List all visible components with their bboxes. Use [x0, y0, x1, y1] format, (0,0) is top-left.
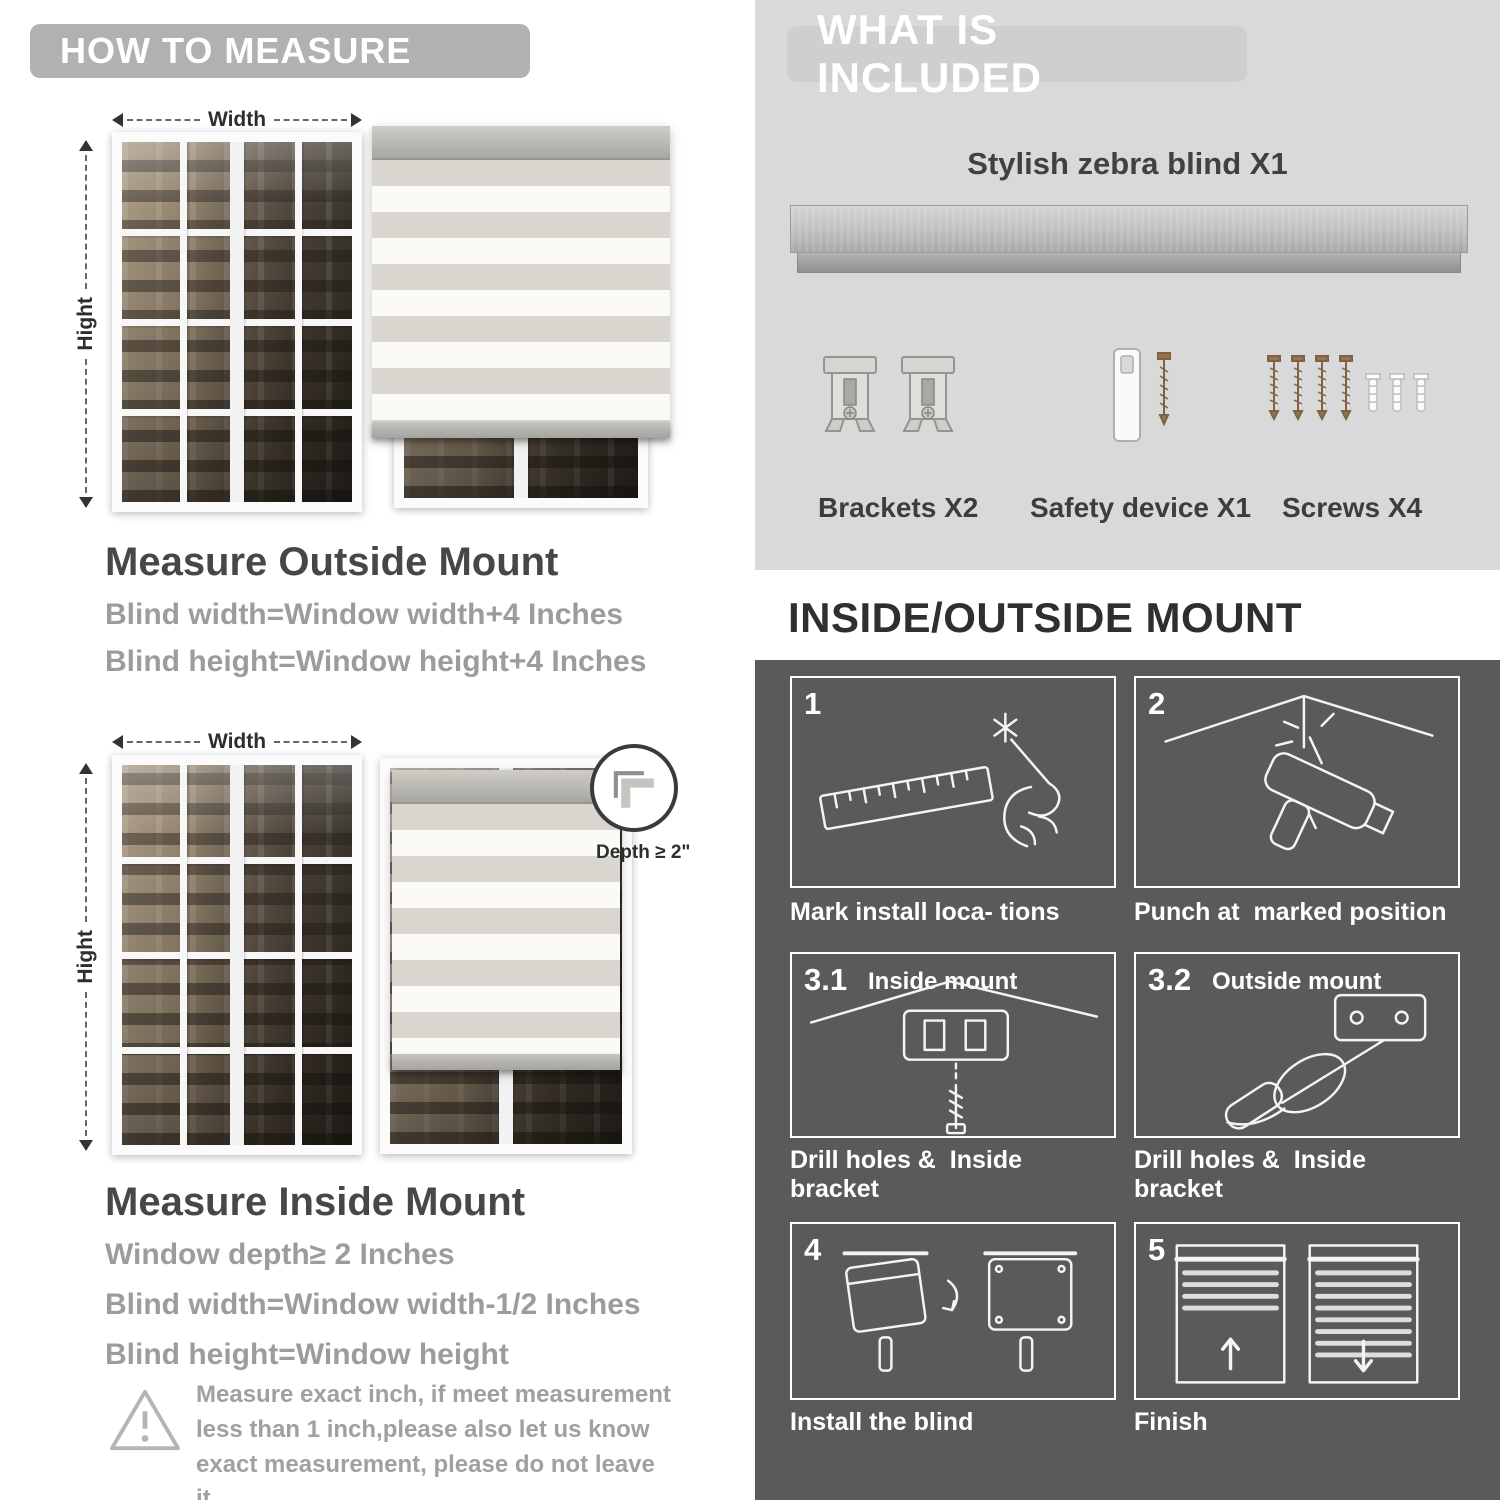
step-4-number: 4	[804, 1232, 822, 1267]
product-title: Stylish zebra blind X1	[967, 146, 1288, 181]
outside-mount-window	[112, 132, 362, 512]
how-to-measure-header: HOW TO MEASURE	[30, 24, 530, 78]
arrow-left-icon	[112, 113, 123, 127]
blind-cassette	[392, 770, 620, 804]
outside-width-arrow: Width	[112, 108, 362, 132]
step-3-2-caption: Drill holes & Inside bracket	[1134, 1146, 1373, 1203]
arrow-down-icon	[79, 497, 93, 508]
inside-width-label: Width	[207, 730, 267, 753]
outside-mount-line-2: Blind height=Window height+4 Inches	[105, 645, 647, 678]
blind-bottom-rail	[372, 422, 670, 438]
brackets-icon	[818, 348, 960, 444]
step-1-panel: 1	[790, 676, 1116, 888]
blind-bottom-rail	[392, 1054, 620, 1070]
zebra-blind-headrail	[790, 205, 1468, 273]
step-5-panel: 5	[1134, 1222, 1460, 1400]
step-5-caption: Finish	[1134, 1408, 1208, 1436]
install-blind-illustration	[842, 1251, 1078, 1372]
step-4-panel: 4	[790, 1222, 1116, 1400]
mark-locations-illustration	[819, 712, 1061, 848]
step-3-1-caption: Drill holes & Inside bracket	[790, 1146, 1029, 1203]
inside-mount-line-3: Blind height=Window height	[105, 1338, 509, 1371]
inside-mount-line-1: Window depth≥ 2 Inches	[105, 1238, 455, 1271]
what-is-included-header: WHAT IS INCLUDED	[787, 6, 1247, 101]
inside-mount-title: Measure Inside Mount	[105, 1180, 526, 1224]
arrow-right-icon	[351, 735, 362, 749]
step-5-number: 5	[1148, 1232, 1166, 1267]
arrow-down-icon	[79, 1140, 93, 1151]
step-2-panel: 2	[1134, 676, 1460, 888]
step-3-2-panel: 3.2 Outside mount	[1134, 952, 1460, 1138]
inside-height-arrow: Hight	[74, 763, 98, 1151]
inside-mount-window	[112, 755, 362, 1155]
arrow-right-icon	[351, 113, 362, 127]
inside-height-label: Hight	[74, 930, 97, 984]
measure-note: Measure exact inch, if meet measurement …	[196, 1381, 671, 1500]
step-3-2-number: 3.2	[1148, 962, 1192, 997]
outside-mount-zebra-blind	[372, 126, 670, 438]
inside-mount-line-2: Blind width=Window width-1/2 Inches	[105, 1288, 641, 1321]
finish-illustration	[1174, 1244, 1420, 1384]
outside-height-label: Hight	[74, 297, 97, 351]
outside-width-label: Width	[207, 108, 267, 131]
outside-mount-line-1: Blind width=Window width+4 Inches	[105, 598, 624, 631]
outside-bracket-illustration	[1224, 993, 1427, 1130]
blind-zebra-stripes	[392, 804, 620, 1054]
step-1-number: 1	[804, 686, 822, 721]
what-is-included-title: WHAT IS INCLUDED	[817, 6, 1042, 101]
step-1-caption: Mark install loca- tions	[790, 898, 1060, 926]
included-panel	[755, 0, 1500, 570]
mount-section-title: INSIDE/OUTSIDE MOUNT	[788, 594, 1303, 641]
screws-icon	[1262, 350, 1442, 445]
depth-magnifier-icon	[590, 744, 678, 832]
outside-mount-title: Measure Outside Mount	[105, 540, 559, 584]
warning-icon	[106, 1386, 184, 1461]
arrow-left-icon	[112, 735, 123, 749]
inside-mount-zebra-blind	[392, 770, 620, 1070]
arrow-up-icon	[79, 140, 93, 151]
step-4-caption: Install the blind	[790, 1408, 974, 1436]
step-2-caption: Punch at marked position	[1134, 898, 1447, 926]
drill-illustration	[1164, 694, 1434, 851]
inside-width-arrow: Width	[112, 730, 362, 754]
step-2-number: 2	[1148, 686, 1166, 721]
step-3-1-panel: 3.1 Inside mount	[790, 952, 1116, 1138]
step-3-2-label: Outside mount	[1212, 968, 1382, 995]
safety-device-label: Safety device X1	[1030, 492, 1252, 523]
blind-cassette	[372, 126, 670, 160]
safety-device-icon	[1096, 342, 1192, 457]
brackets-label: Brackets X2	[818, 492, 979, 523]
blind-zebra-stripes	[372, 160, 670, 422]
inside-bracket-illustration	[809, 980, 1099, 1135]
arrow-up-icon	[79, 763, 93, 774]
step-3-1-number: 3.1	[804, 962, 848, 997]
depth-label: Depth ≥ 2"	[596, 842, 691, 863]
how-to-measure-title: HOW TO MEASURE	[60, 30, 412, 71]
outside-height-arrow: Hight	[74, 140, 98, 508]
screws-label: Screws X4	[1282, 492, 1423, 523]
